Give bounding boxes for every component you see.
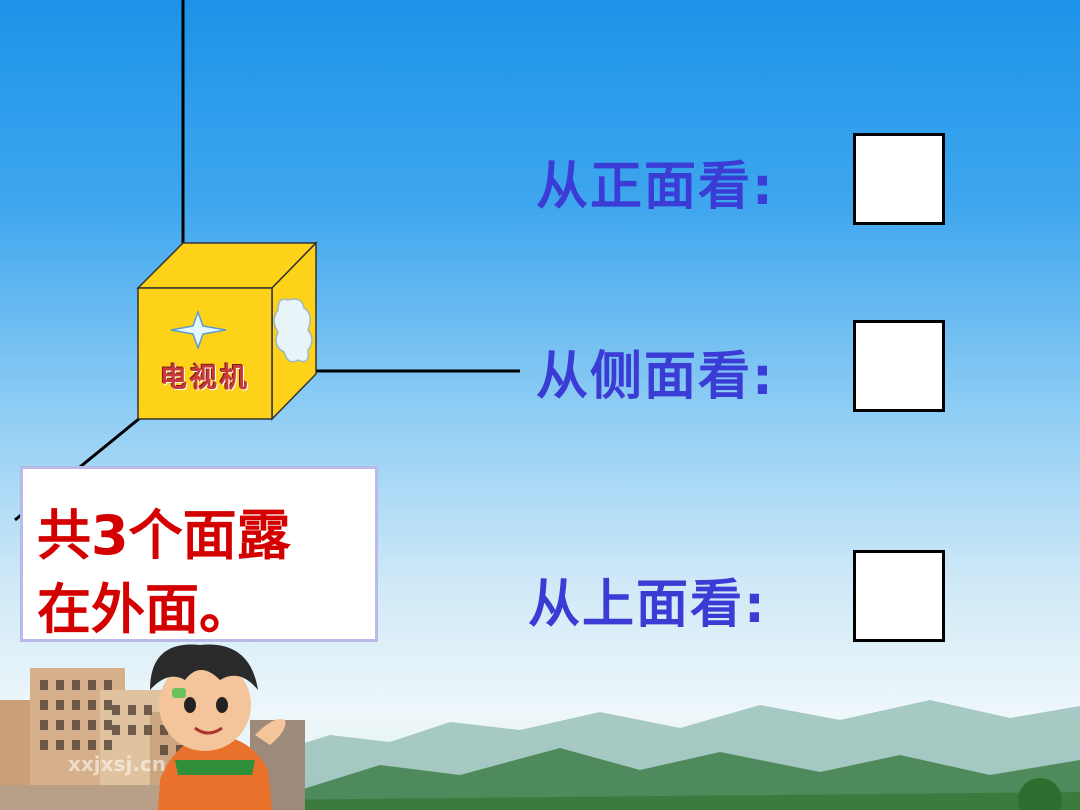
top-view-answer-box[interactable] [853,550,945,642]
green-field [250,792,1080,810]
tv-cube [136,241,318,421]
boy-illustration [150,644,286,810]
note-line-2: 在外面。 [37,578,253,641]
note-box: 共3个面露 在外面。 [20,466,378,642]
cube-front-face [137,287,273,420]
watermark-text: xxjxsj.cn [68,752,167,776]
cloud-icon [273,298,313,363]
cube-front-label: 电视机 [160,363,250,394]
star-icon [170,309,227,351]
front-view-answer-box[interactable] [853,133,945,225]
note-line-1: 共3个面露 [37,504,291,567]
tree [1018,778,1062,810]
top-view-label: 从上面看: [528,575,767,635]
side-view-label: 从侧面看: [536,347,775,407]
side-view-answer-box[interactable] [853,320,945,412]
front-view-label: 从正面看: [536,157,775,217]
